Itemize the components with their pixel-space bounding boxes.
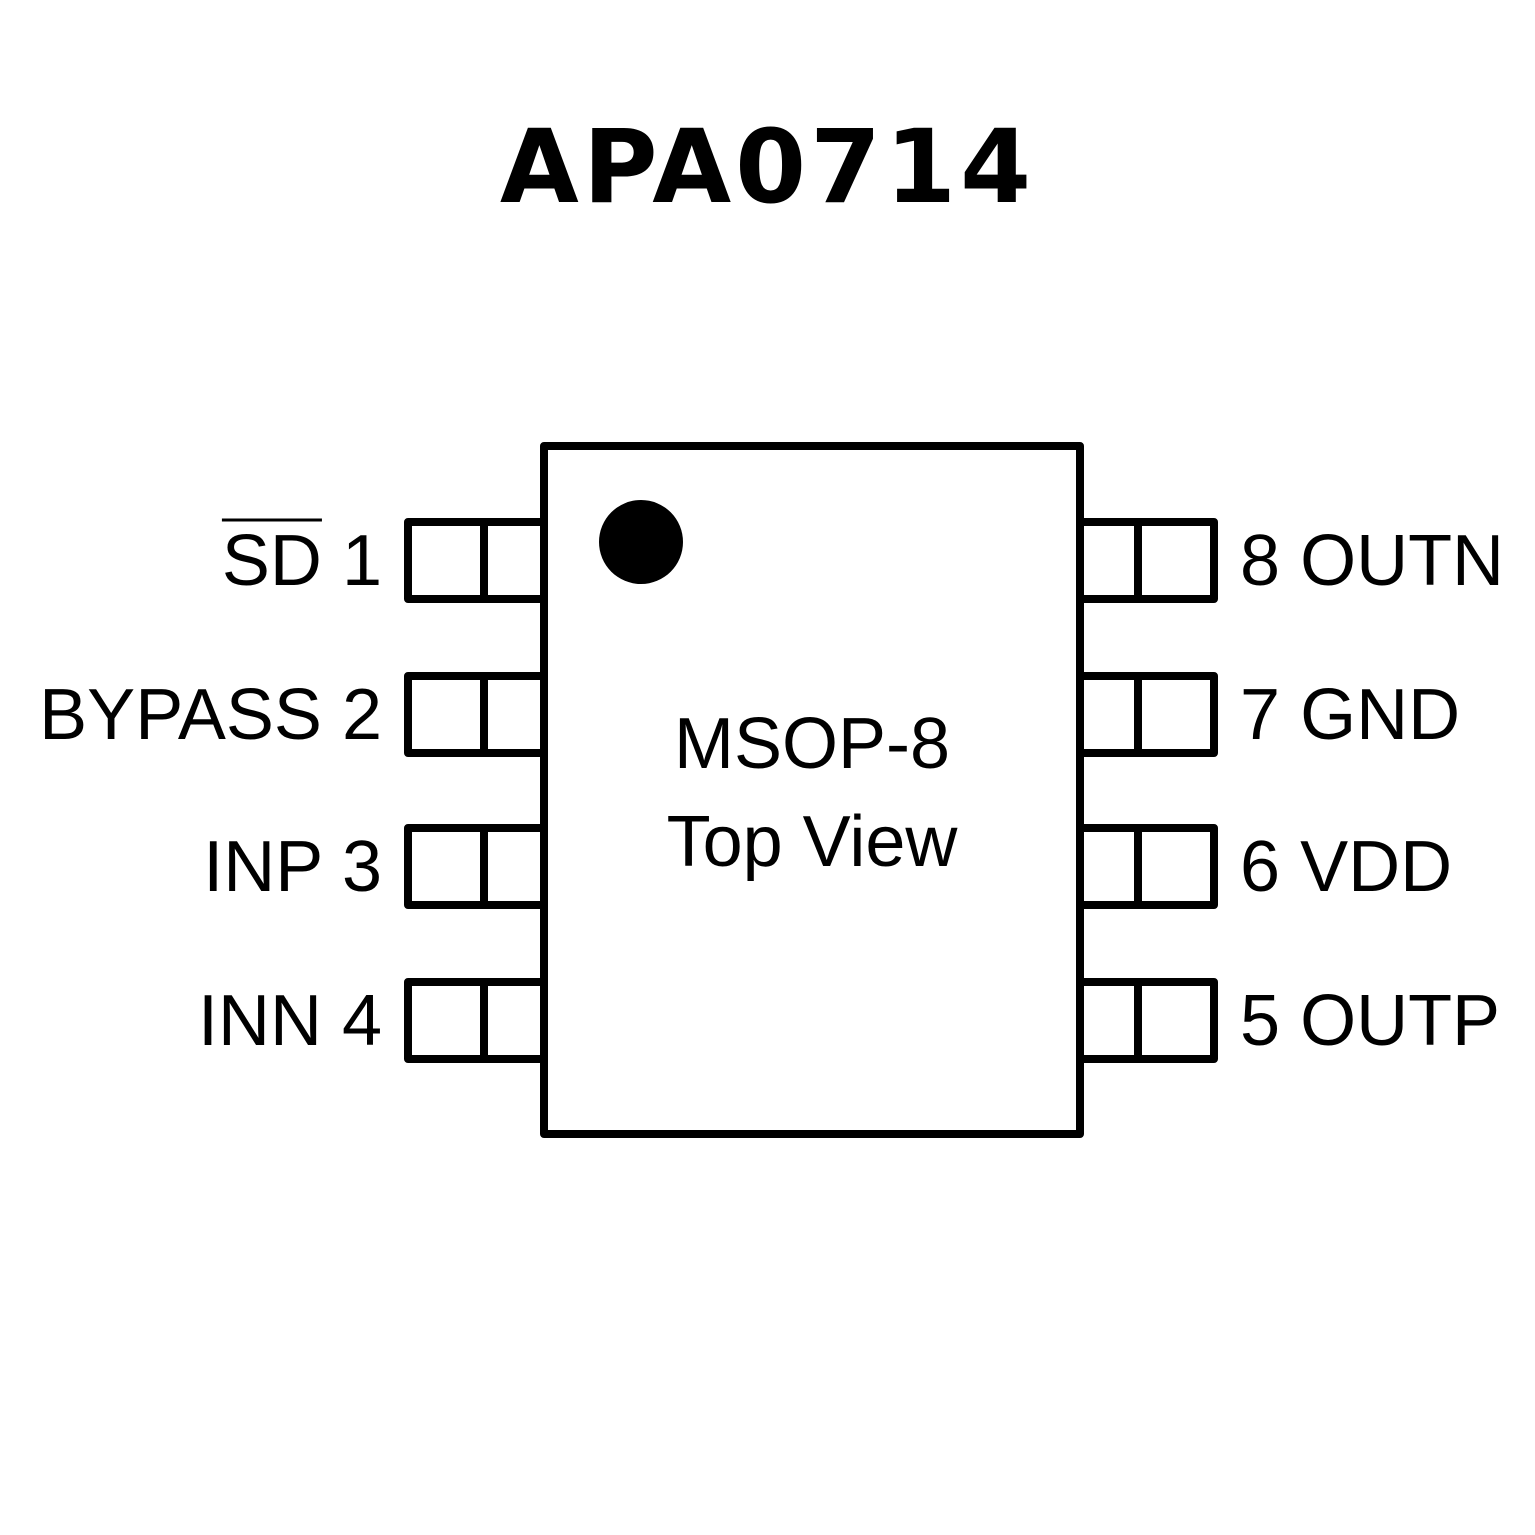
- package-body: [540, 442, 1084, 1138]
- package-name: MSOP-8: [674, 704, 950, 784]
- pin-pad: [404, 824, 548, 909]
- pin-number: 8: [1240, 521, 1280, 601]
- pin-number: 6: [1240, 827, 1280, 907]
- pin-pad: [1076, 672, 1218, 757]
- pin-name: BYPASS: [39, 675, 322, 755]
- pin-2: BYPASS 2: [39, 672, 548, 757]
- pin-number: 2: [342, 675, 382, 755]
- pin-pad: [404, 518, 548, 603]
- pin-name: OUTN: [1300, 521, 1504, 601]
- pin-3: INP 3: [203, 824, 548, 909]
- pin-label: SD 1: [222, 521, 382, 601]
- pin-number: 7: [1240, 675, 1280, 755]
- pin-5: 5 OUTP: [1076, 978, 1500, 1063]
- pin-label: 7 GND: [1240, 675, 1460, 755]
- pin-label: 8 OUTN: [1240, 521, 1504, 601]
- pin-number: 5: [1240, 981, 1280, 1061]
- pin-7: 7 GND: [1076, 672, 1460, 757]
- package-view: Top View: [667, 802, 959, 882]
- pin-number: 1: [342, 521, 382, 601]
- pin-label: INN 4: [198, 981, 382, 1061]
- pin-name: SD: [222, 521, 322, 601]
- pin-number: 3: [342, 827, 382, 907]
- pin-label: 6 VDD: [1240, 827, 1452, 907]
- pin-number: 4: [342, 981, 382, 1061]
- pin1-marker-dot: [599, 500, 683, 584]
- pin-6: 6 VDD: [1076, 824, 1452, 909]
- pin-label: 5 OUTP: [1240, 981, 1500, 1061]
- pin-name: INP: [203, 827, 322, 907]
- pin-name: GND: [1300, 675, 1460, 755]
- pin-pad: [1076, 978, 1218, 1063]
- pin-pad: [404, 978, 548, 1063]
- pin-8: 8 OUTN: [1076, 518, 1504, 603]
- pin-label: INP 3: [203, 827, 382, 907]
- pin-4: INN 4: [198, 978, 548, 1063]
- pin-name: OUTP: [1300, 981, 1500, 1061]
- pin-label: BYPASS 2: [39, 675, 382, 755]
- pin-name: INN: [198, 981, 322, 1061]
- pin-name: VDD: [1300, 827, 1452, 907]
- pin-pad: [404, 672, 548, 757]
- pin-1: SD 1: [221, 518, 548, 603]
- pin-pad: [1076, 518, 1218, 603]
- pin-pad: [1076, 824, 1218, 909]
- chip-title: APA0714: [499, 108, 1036, 227]
